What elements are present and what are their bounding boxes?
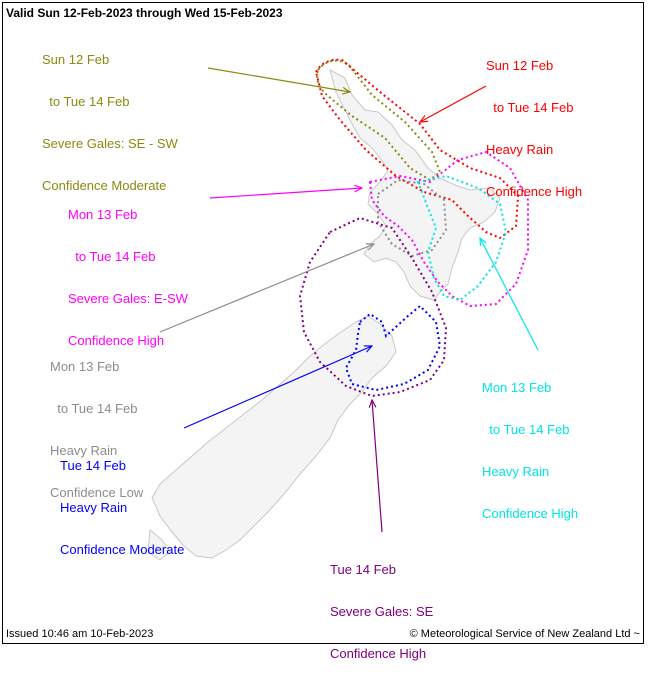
- gales-se-sw-label: Sun 12 Feb to Tue 14 Feb Severe Gales: S…: [42, 25, 178, 207]
- valid-period-header: Valid Sun 12-Feb-2023 through Wed 15-Feb…: [6, 6, 283, 20]
- label-line: to Tue 14 Feb: [42, 94, 130, 109]
- label-line: Confidence High: [330, 646, 427, 661]
- heavy-rain-tue-pointer: [183, 346, 372, 429]
- label-line: Heavy Rain: [486, 142, 554, 157]
- gales-se-sw-area: [316, 59, 442, 182]
- gales-se-tue-label: Tue 14 Feb Severe Gales: SE Confidence H…: [330, 535, 433, 675]
- map-frame: [2, 2, 644, 644]
- label-line: Heavy Rain: [50, 443, 118, 458]
- gales-e-sw-area: [368, 150, 529, 308]
- label-line: Severe Gales: SE - SW: [42, 136, 178, 151]
- north-island-outline: [329, 69, 501, 301]
- label-line: Mon 13 Feb: [50, 359, 120, 374]
- label-line: Tue 14 Feb: [60, 458, 127, 473]
- label-line: to Tue 14 Feb: [486, 100, 574, 115]
- heavy-rain-sun-pointer: [420, 85, 487, 122]
- label-line: Severe Gales: E-SW: [68, 291, 188, 306]
- label-line: Tue 14 Feb: [330, 562, 397, 577]
- gales-se-tue-pointer: [372, 400, 383, 533]
- gales-e-sw-pointer: [209, 188, 362, 199]
- label-line: to Tue 14 Feb: [68, 249, 156, 264]
- copyright-notice: © Meteorological Service of New Zealand …: [409, 628, 640, 640]
- label-line: Confidence High: [482, 506, 579, 521]
- label-line: Confidence Moderate: [60, 542, 185, 557]
- issued-timestamp: Issued 10:46 am 10-Feb-2023: [6, 628, 154, 640]
- warning-map: [147, 58, 539, 561]
- heavy-rain-tue-label: Tue 14 Feb Heavy Rain Confidence Moderat…: [60, 431, 184, 571]
- label-line: Severe Gales: SE: [330, 604, 434, 619]
- heavy-rain-mon-high-pointer: [480, 238, 539, 351]
- label-line: Confidence Low: [50, 485, 144, 500]
- heavy-rain-sun-label: Sun 12 Feb to Tue 14 Feb Heavy Rain Conf…: [486, 31, 582, 213]
- heavy-rain-mon-high-label: Mon 13 Feb to Tue 14 Feb Heavy Rain Conf…: [482, 353, 578, 535]
- label-line: Mon 13 Feb: [482, 380, 552, 395]
- label-line: Mon 13 Feb: [68, 207, 138, 222]
- label-line: to Tue 14 Feb: [482, 422, 570, 437]
- label-line: Confidence High: [486, 184, 583, 199]
- label-line: Confidence Moderate: [42, 178, 167, 193]
- gales-se-sw-pointer: [207, 67, 350, 92]
- heavy-rain-mon-high-area: [416, 174, 508, 302]
- label-line: Heavy Rain: [482, 464, 550, 479]
- label-line: Sun 12 Feb: [42, 52, 110, 67]
- label-line: to Tue 14 Feb: [50, 401, 138, 416]
- label-line: Sun 12 Feb: [486, 58, 554, 73]
- label-line: Heavy Rain: [60, 500, 128, 515]
- heavy-rain-mon-low-pointer: [159, 244, 374, 333]
- heavy-rain-mon-low-label: Mon 13 Feb to Tue 14 Feb Heavy Rain Conf…: [50, 332, 143, 514]
- label-line: Confidence High: [68, 333, 165, 348]
- heavy-rain-sun-area: [314, 58, 520, 240]
- gales-e-sw-label: Mon 13 Feb to Tue 14 Feb Severe Gales: E…: [68, 180, 188, 362]
